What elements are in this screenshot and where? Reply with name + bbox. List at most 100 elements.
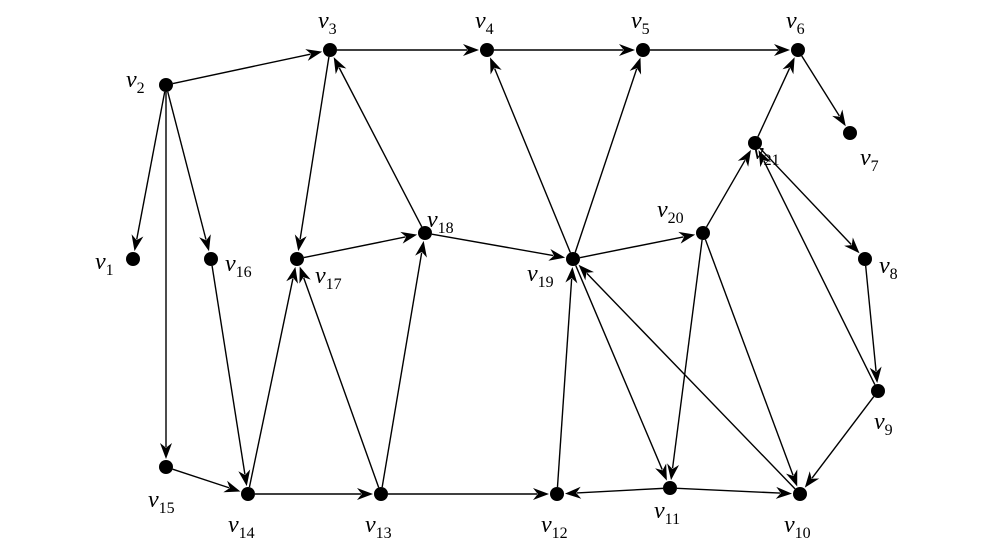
node-v15 <box>159 460 173 474</box>
edge-line <box>586 272 796 490</box>
edge-line <box>671 239 703 469</box>
node-label-v18: v18 <box>427 207 454 237</box>
edge-line <box>579 236 684 259</box>
node-v20 <box>696 226 710 240</box>
node-v17 <box>290 252 304 266</box>
arrowhead-icon <box>844 237 860 254</box>
edge-v14-to-v13 <box>255 488 373 500</box>
arrowhead-icon <box>678 231 696 244</box>
edge-v19-to-v4 <box>490 57 571 253</box>
node-label-v9: v9 <box>874 409 893 439</box>
node-label-v20: v20 <box>657 197 684 227</box>
arrowhead-icon <box>294 234 307 252</box>
edge-line <box>676 487 781 494</box>
arrowhead-icon <box>782 57 795 75</box>
node-v2 <box>159 78 173 92</box>
node-v3 <box>323 43 337 57</box>
edge-v9-to-v21 <box>758 150 876 386</box>
edge-v21-to-v6 <box>757 57 795 137</box>
edge-line <box>757 67 791 137</box>
edge-v2-to-v1 <box>131 91 166 252</box>
edge-line <box>576 487 664 494</box>
edge-v9-to-v10 <box>804 396 875 488</box>
arrowhead-icon <box>357 488 373 500</box>
edge-v16-to-v14 <box>211 265 251 487</box>
node-v8 <box>858 252 872 266</box>
arrowhead-icon <box>564 486 582 499</box>
arrowhead-icon <box>774 44 790 56</box>
edge-line <box>763 160 876 386</box>
edge-line <box>299 56 330 240</box>
nodes-layer <box>126 43 885 501</box>
edge-v5-to-v6 <box>650 44 790 56</box>
edge-line <box>493 68 571 253</box>
arrowhead-icon <box>629 57 642 75</box>
node-v9 <box>871 384 885 398</box>
node-v16 <box>204 252 218 266</box>
node-label-v3: v3 <box>318 8 337 38</box>
edge-v14-to-v17 <box>248 266 298 488</box>
edge-line <box>431 233 554 257</box>
node-v18 <box>418 226 432 240</box>
node-label-v8: v8 <box>879 253 898 283</box>
node-v21 <box>748 136 762 150</box>
arrowhead-icon <box>786 469 798 487</box>
edge-v13-to-v18 <box>381 240 427 488</box>
arrowhead-icon <box>238 469 251 487</box>
arrowhead-icon <box>400 231 418 244</box>
edge-line <box>574 68 638 253</box>
node-label-v10: v10 <box>784 512 811 542</box>
edges-layer <box>131 44 882 500</box>
arrowhead-icon <box>758 150 772 168</box>
edge-v13-to-v17 <box>299 266 380 488</box>
node-v4 <box>480 43 494 57</box>
edge-v6-to-v7 <box>801 55 846 127</box>
arrowhead-icon <box>832 109 846 127</box>
arrowhead-icon <box>160 443 172 459</box>
edge-line <box>172 468 230 489</box>
edge-line <box>704 239 794 476</box>
arrowhead-icon <box>286 266 298 284</box>
arrowhead-icon <box>131 234 144 252</box>
edge-v20-to-v21 <box>705 149 751 228</box>
edge-line <box>167 91 207 240</box>
node-v5 <box>636 43 650 57</box>
edge-v21-to-v8 <box>759 147 860 254</box>
node-v13 <box>374 487 388 501</box>
node-label-v1: v1 <box>95 249 114 279</box>
node-v14 <box>241 487 255 501</box>
arrowhead-icon <box>533 488 549 500</box>
arrowhead-icon <box>869 366 882 384</box>
node-label-v5: v5 <box>631 8 650 38</box>
edge-line <box>248 278 294 488</box>
edge-line <box>172 53 311 85</box>
edge-line <box>864 265 877 372</box>
edge-v18-to-v3 <box>333 57 423 228</box>
edge-v19-to-v11 <box>575 265 667 481</box>
edge-line <box>759 147 852 245</box>
node-label-v2: v2 <box>126 67 145 97</box>
arrowhead-icon <box>737 149 751 167</box>
edge-v11-to-v12 <box>564 486 664 499</box>
edge-v3-to-v4 <box>337 44 479 56</box>
node-label-v19: v19 <box>527 261 554 291</box>
edge-v3-to-v17 <box>294 56 330 252</box>
edge-v20-to-v10 <box>704 239 798 487</box>
edge-line <box>575 265 663 470</box>
node-v12 <box>550 487 564 501</box>
edge-v12-to-v19 <box>556 266 578 488</box>
edge-v10-to-v19 <box>578 264 796 490</box>
edge-v2-to-v16 <box>167 91 211 252</box>
arrowhead-icon <box>775 486 793 499</box>
node-label-v7: v7 <box>860 145 879 175</box>
edge-v2-to-v15 <box>160 92 172 459</box>
edge-line <box>136 91 166 240</box>
node-label-v13: v13 <box>365 512 392 542</box>
edge-v11-to-v10 <box>676 486 793 499</box>
edge-v4-to-v5 <box>494 44 635 56</box>
edge-line <box>381 252 423 488</box>
node-label-v6: v6 <box>786 8 805 38</box>
arrowhead-icon <box>490 57 502 75</box>
edge-line <box>211 265 246 475</box>
